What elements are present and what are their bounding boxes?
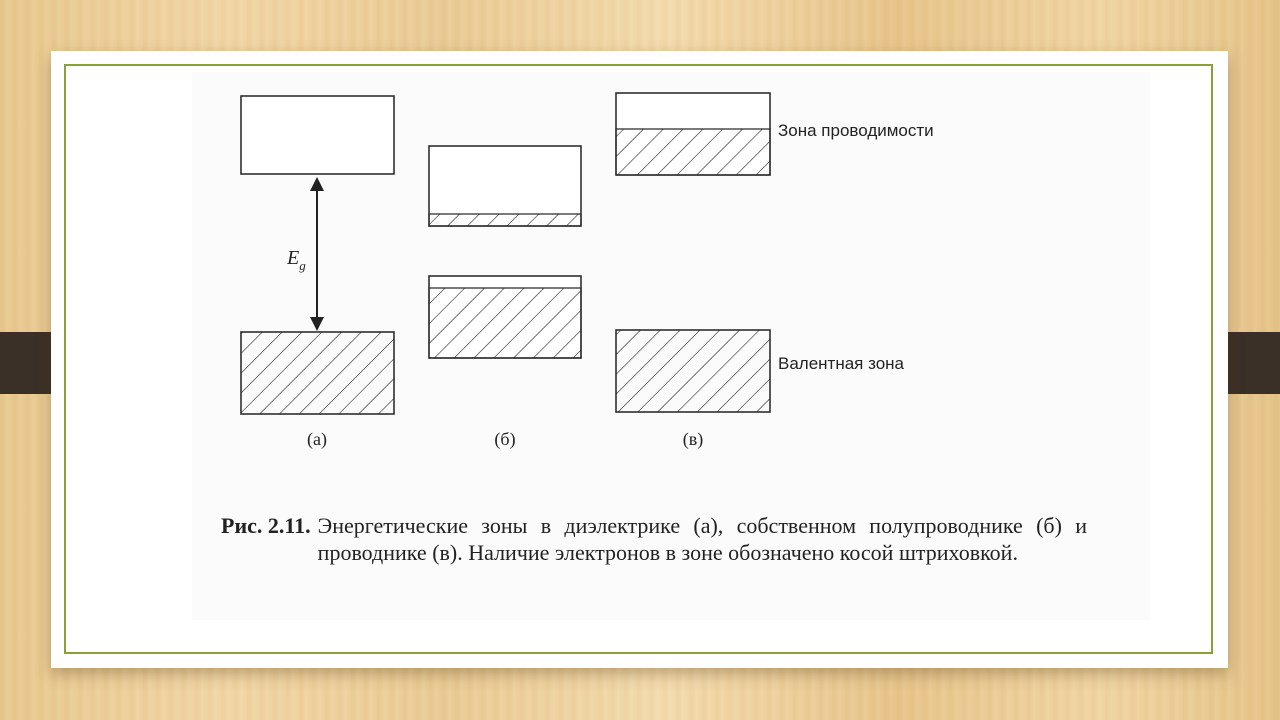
valence-band-label: Валентная зона bbox=[778, 354, 905, 373]
caption-label: Рис. 2.11. bbox=[221, 513, 311, 538]
conduction-band-label: Зона проводимости bbox=[778, 121, 934, 140]
dielectric-valence-band bbox=[240, 331, 395, 415]
semiconductor-conduction-electrons bbox=[428, 213, 582, 227]
figure-caption: Рис. 2.11. Энергетические зоны в диэлект… bbox=[221, 512, 1087, 566]
semiconductor-valence-electrons bbox=[428, 287, 582, 359]
slide-frame bbox=[64, 64, 1213, 654]
band-gap-symbol: Eg bbox=[286, 247, 306, 273]
caption-text: Энергетические зоны в диэлектрике (а), с… bbox=[317, 513, 1087, 565]
panel-label-b: (б) bbox=[494, 429, 515, 450]
conductor-conduction-electrons bbox=[615, 128, 771, 176]
semiconductor-conduction-band bbox=[428, 145, 582, 227]
panel-label-a: (а) bbox=[307, 429, 327, 450]
dielectric-conduction-band bbox=[240, 95, 395, 175]
panel-label-c: (в) bbox=[683, 429, 704, 450]
conductor-valence-band bbox=[615, 329, 771, 413]
